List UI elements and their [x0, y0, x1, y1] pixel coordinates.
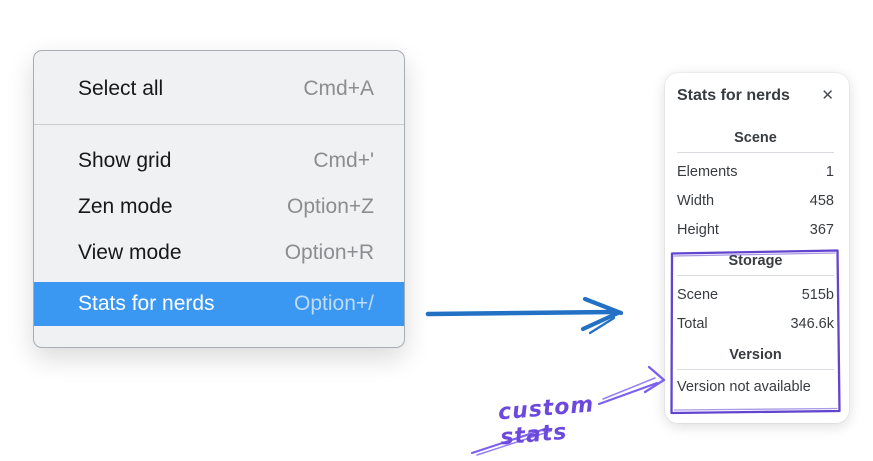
context-menu: Select all Cmd+A Show grid Cmd+' Zen mod… [33, 50, 405, 348]
menu-item-shortcut: Option+/ [294, 292, 374, 315]
menu-item-select-all[interactable]: Select all Cmd+A [34, 62, 404, 115]
menu-item-label: Select all [78, 76, 164, 100]
menu-item-shortcut: Option+Z [287, 195, 374, 218]
panel-title: Stats for nerds [677, 86, 790, 104]
stat-row-storage-scene: Scene 515b [677, 281, 834, 310]
section-header-version: Version [729, 347, 782, 363]
stat-label: Total [677, 316, 708, 332]
stats-for-nerds-panel: Stats for nerds ✕ Scene Elements 1 Width… [665, 73, 849, 423]
stat-value: 458 [809, 193, 834, 209]
version-note: Version not available [677, 379, 811, 395]
annotation-arrow [470, 365, 666, 456]
menu-item-show-grid[interactable]: Show grid Cmd+' [34, 138, 404, 184]
section-header-storage: Storage [728, 253, 783, 269]
stat-value: 515b [801, 287, 834, 303]
menu-divider [34, 124, 404, 125]
stat-label: Height [677, 222, 719, 238]
stat-value: 346.6k [790, 316, 834, 332]
section-divider [677, 275, 834, 276]
section-divider [677, 369, 834, 370]
panel-titlebar: Stats for nerds ✕ [677, 86, 834, 105]
menu-item-zen-mode[interactable]: Zen mode Option+Z [34, 184, 404, 230]
stat-label: Scene [677, 287, 719, 303]
stat-row-elements: Elements 1 [677, 158, 834, 187]
close-icon[interactable]: ✕ [821, 87, 834, 104]
stat-label: Elements [677, 164, 738, 180]
menu-item-shortcut: Option+R [284, 241, 374, 264]
menu-item-stats-for-nerds[interactable]: Stats for nerds Option+/ [34, 282, 404, 326]
menu-item-shortcut: Cmd+A [303, 76, 374, 100]
flow-arrow [425, 296, 624, 335]
stat-label: Width [677, 193, 715, 209]
annotation-label: custom stats [497, 392, 596, 451]
section-header-scene: Scene [734, 130, 777, 146]
stat-row-storage-total: Total 346.6k [677, 310, 834, 339]
stat-row-height: Height 367 [677, 216, 834, 245]
menu-item-label: Zen mode [78, 195, 173, 218]
menu-item-shortcut: Cmd+' [313, 149, 374, 172]
section-divider [677, 152, 834, 153]
menu-item-view-mode[interactable]: View mode Option+R [34, 230, 404, 276]
stat-value: 367 [809, 222, 834, 238]
menu-item-label: View mode [78, 241, 182, 264]
stat-value: 1 [825, 164, 834, 180]
menu-item-label: Show grid [78, 149, 172, 172]
stat-row-width: Width 458 [677, 187, 834, 216]
menu-item-label: Stats for nerds [78, 292, 215, 315]
